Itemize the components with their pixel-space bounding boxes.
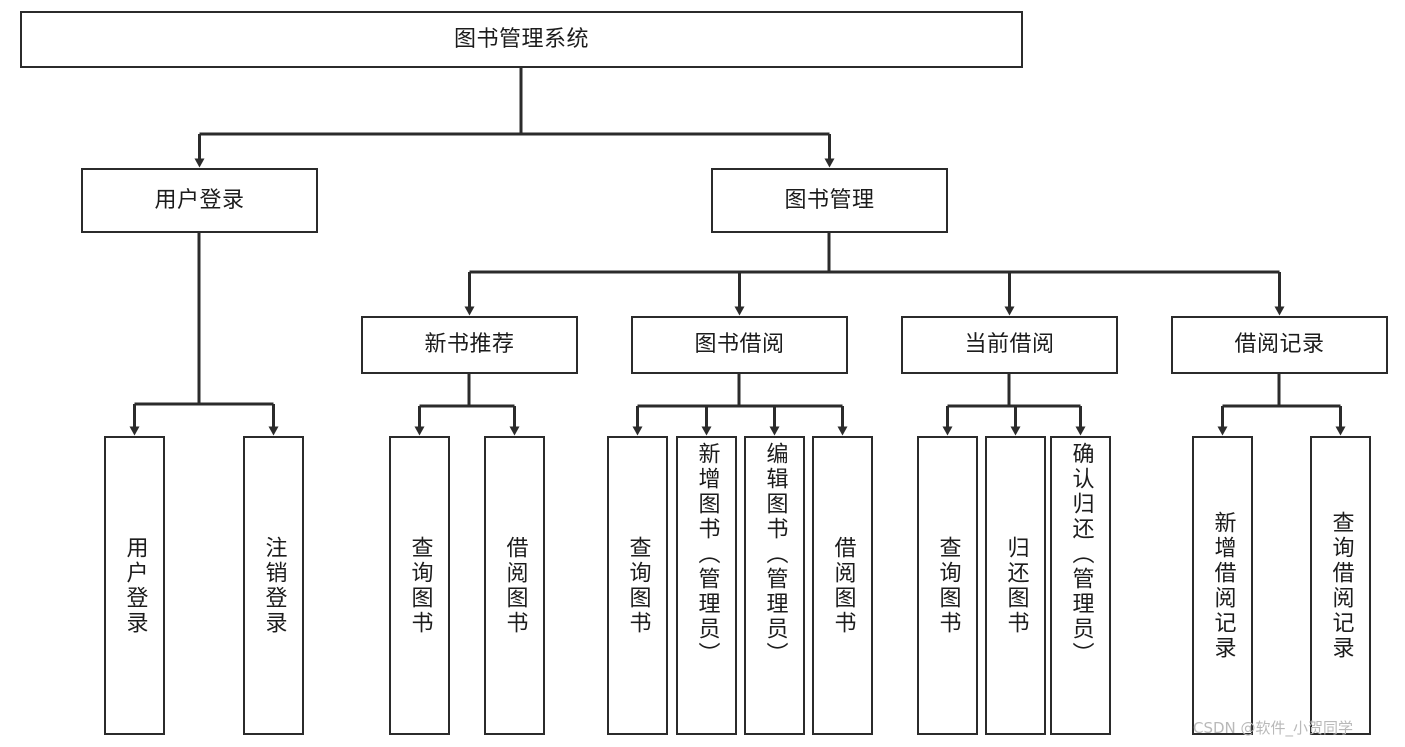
node-label: 用户登录 bbox=[154, 187, 245, 213]
connector-group bbox=[129, 68, 1346, 436]
node-leaf-user-login[interactable]: 用户登录 bbox=[104, 436, 165, 735]
node-leaf-bw-query[interactable]: 查询图书 bbox=[607, 436, 668, 735]
node-label: 图书借阅 bbox=[694, 332, 785, 358]
node-login[interactable]: 用户登录 bbox=[81, 168, 318, 233]
node-current[interactable]: 当前借阅 bbox=[901, 316, 1118, 374]
node-leaf-user-logout[interactable]: 注销登录 bbox=[243, 436, 304, 735]
node-label: 注销登录 bbox=[261, 535, 287, 636]
node-leaf-cur-confirm[interactable]: 确认归还（管理员） bbox=[1050, 436, 1111, 735]
node-label: 借阅记录 bbox=[1234, 332, 1325, 358]
node-label: 编辑图书（管理员） bbox=[762, 442, 788, 667]
node-label: 确认归还（管理员） bbox=[1068, 442, 1094, 667]
node-newbook[interactable]: 新书推荐 bbox=[361, 316, 578, 374]
node-leaf-nb-borrow[interactable]: 借阅图书 bbox=[484, 436, 545, 735]
node-label: 新增借阅记录 bbox=[1210, 510, 1236, 661]
node-leaf-nb-query[interactable]: 查询图书 bbox=[389, 436, 450, 735]
node-leaf-rec-query[interactable]: 查询借阅记录 bbox=[1310, 436, 1371, 735]
node-label: 查询图书 bbox=[625, 535, 651, 636]
node-label: 查询图书 bbox=[407, 535, 433, 636]
node-leaf-cur-query[interactable]: 查询图书 bbox=[917, 436, 978, 735]
node-leaf-bw-edit[interactable]: 编辑图书（管理员） bbox=[744, 436, 805, 735]
node-root[interactable]: 图书管理系统 bbox=[20, 11, 1023, 68]
node-label: 归还图书 bbox=[1003, 535, 1029, 636]
node-leaf-bw-add[interactable]: 新增图书（管理员） bbox=[676, 436, 737, 735]
node-label: 新增图书（管理员） bbox=[694, 442, 720, 667]
node-label: 图书管理 bbox=[784, 187, 875, 213]
node-label: 查询图书 bbox=[935, 535, 961, 636]
node-borrow[interactable]: 图书借阅 bbox=[631, 316, 848, 374]
node-label: 新书推荐 bbox=[424, 332, 515, 358]
node-label: 查询借阅记录 bbox=[1328, 510, 1354, 661]
node-label: 图书管理系统 bbox=[453, 26, 589, 52]
node-leaf-bw-borrow[interactable]: 借阅图书 bbox=[812, 436, 873, 735]
node-label: 借阅图书 bbox=[830, 535, 856, 636]
node-label: 用户登录 bbox=[122, 535, 148, 636]
node-bookmgmt[interactable]: 图书管理 bbox=[711, 168, 948, 233]
node-label: 借阅图书 bbox=[502, 535, 528, 636]
node-label: 当前借阅 bbox=[964, 332, 1055, 358]
node-records[interactable]: 借阅记录 bbox=[1171, 316, 1388, 374]
watermark: CSDN @软件_小贺同学 bbox=[1193, 719, 1354, 737]
node-leaf-cur-return[interactable]: 归还图书 bbox=[985, 436, 1046, 735]
node-leaf-rec-add[interactable]: 新增借阅记录 bbox=[1192, 436, 1253, 735]
